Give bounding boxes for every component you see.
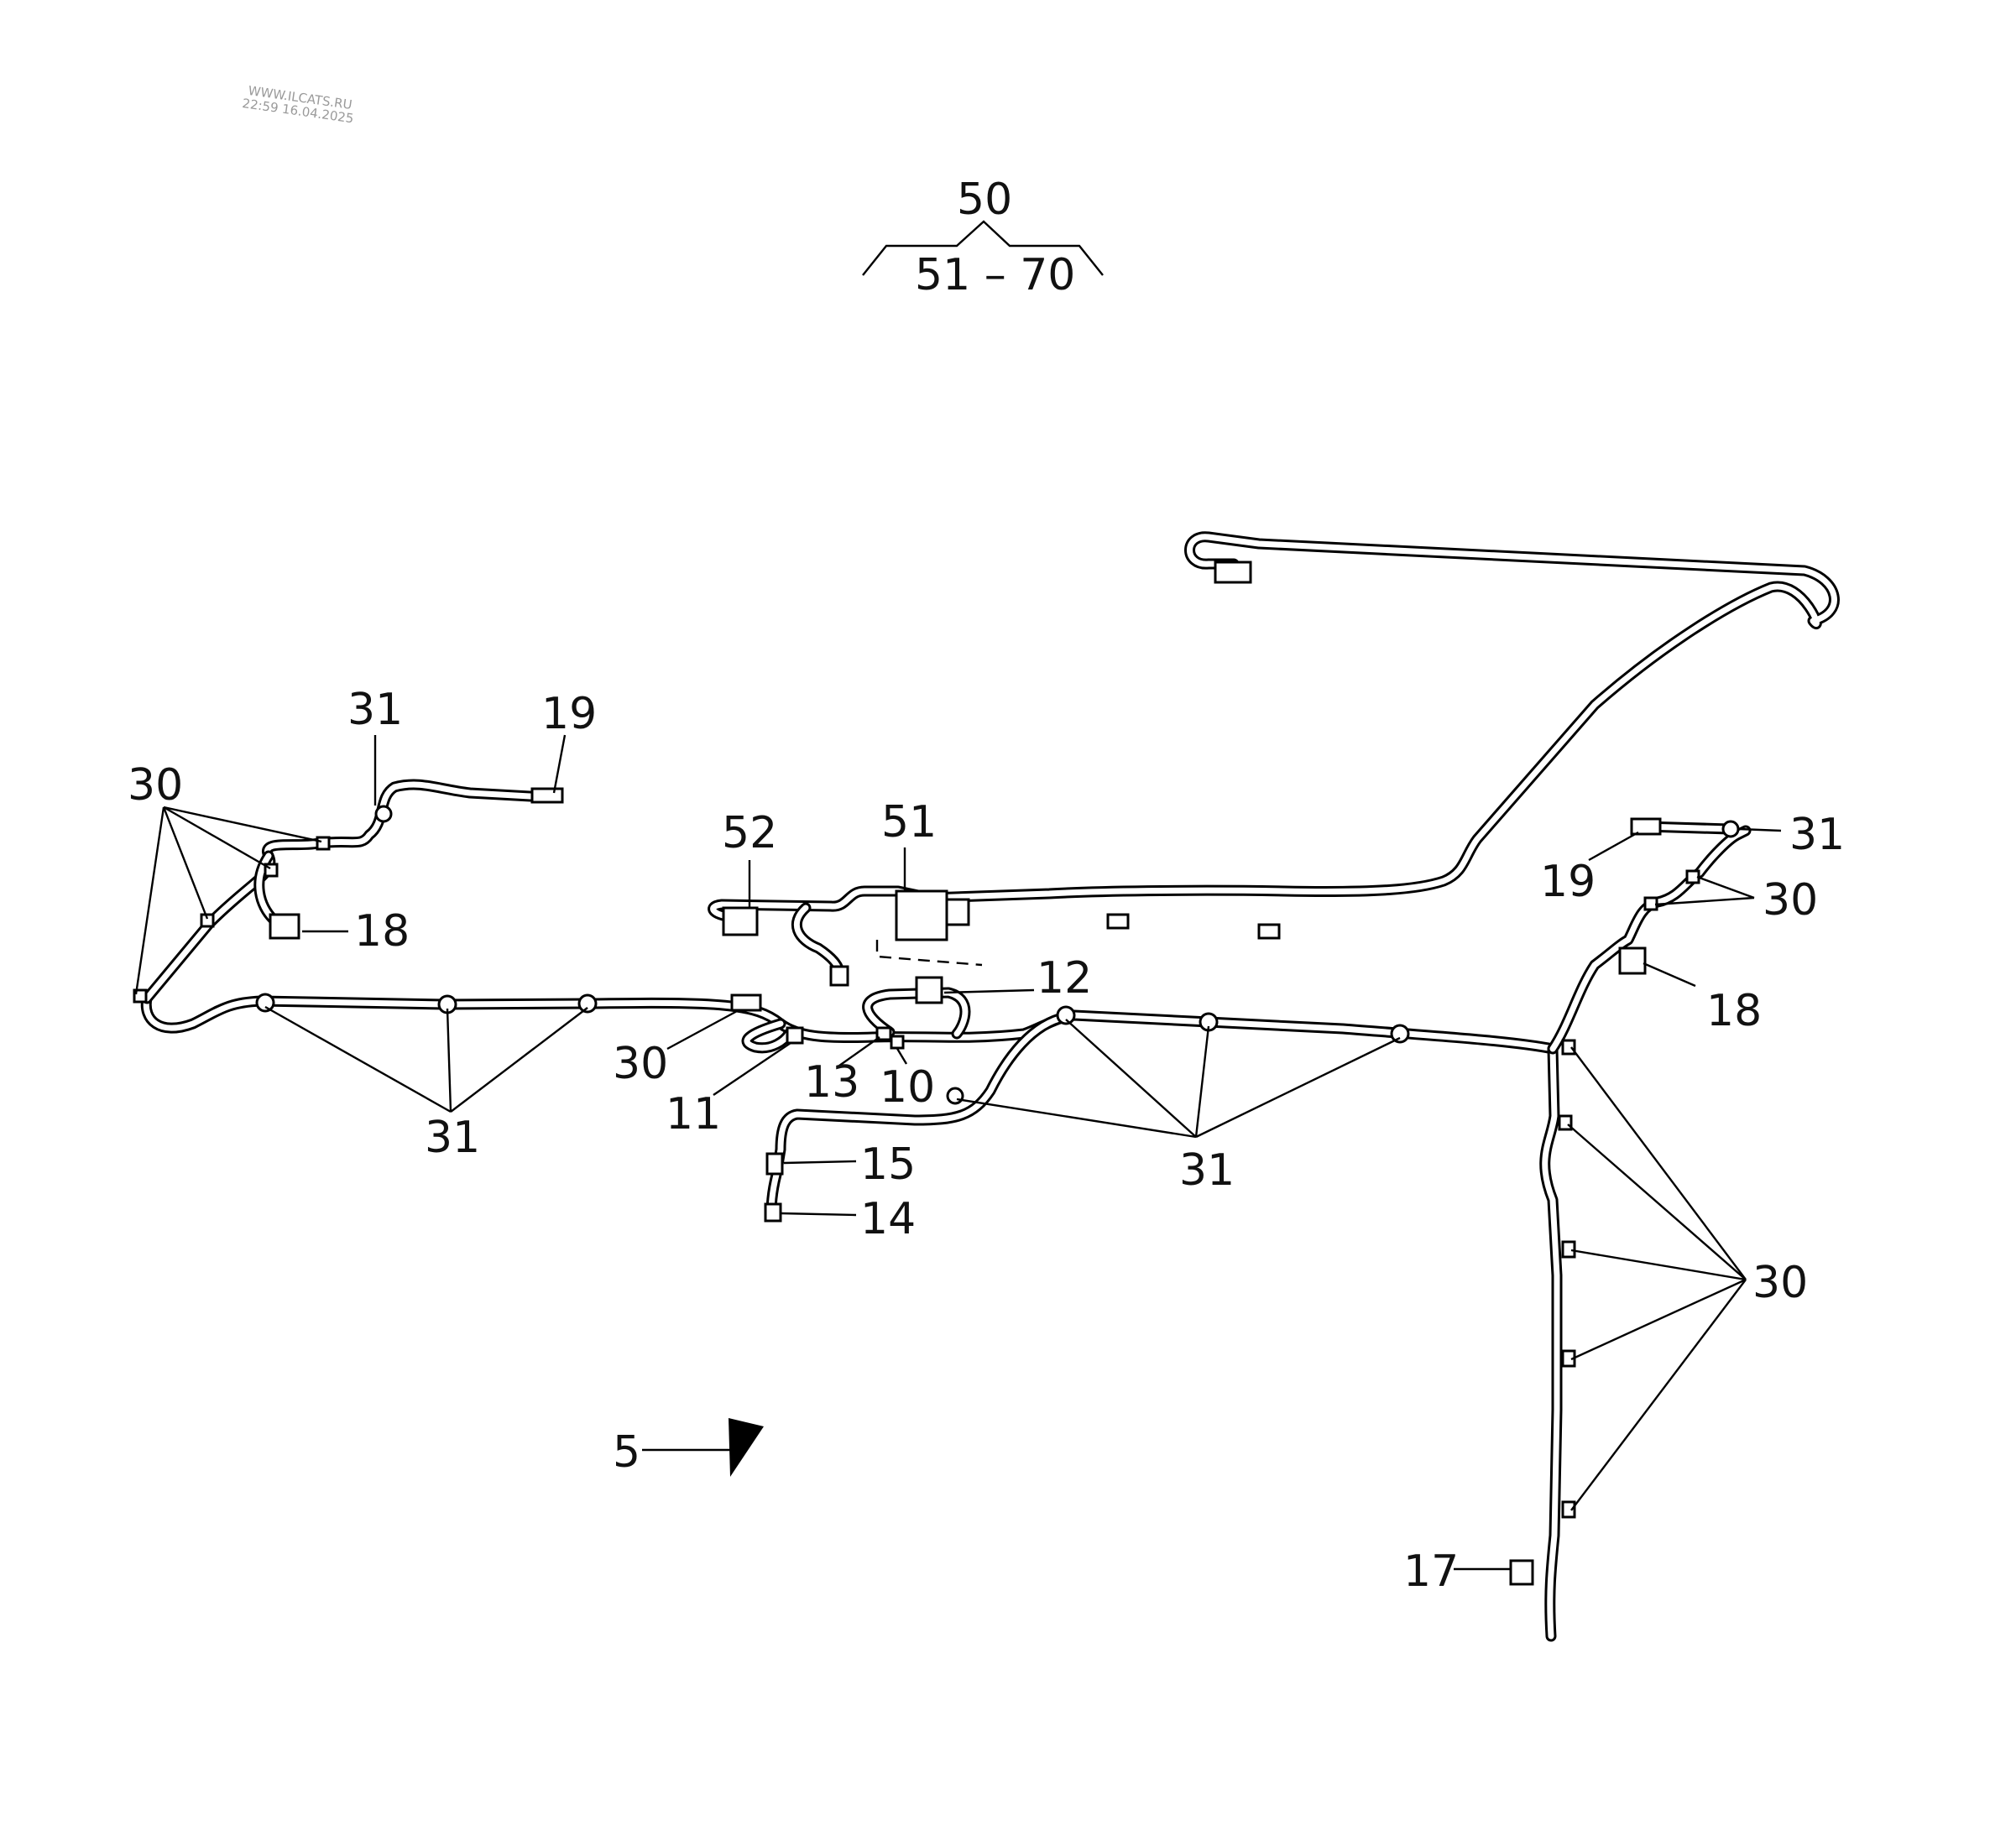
callout-30-mid: 30 [613, 1039, 668, 1089]
connector-top-right [1214, 561, 1252, 584]
grommet-31-f [1390, 1024, 1410, 1044]
callout-51: 51 [881, 797, 937, 847]
callout-15: 15 [860, 1139, 916, 1190]
arrow-5-head [729, 1418, 764, 1477]
bracket-12 [915, 976, 943, 1004]
connector-52 [722, 906, 759, 936]
clip-30-trunk-e [1561, 1500, 1576, 1519]
callout-14: 14 [860, 1194, 916, 1244]
dashed-guide [875, 940, 983, 967]
connector-11 [786, 1026, 804, 1045]
callout-17: 17 [1403, 1546, 1459, 1597]
harness-top-loop [924, 531, 1840, 904]
group-header: 50 51 – 70 [862, 175, 1104, 300]
callout-11: 11 [666, 1089, 721, 1139]
clip-30-left-a [133, 988, 148, 1004]
clip-30-right-b [1643, 896, 1658, 911]
callout-13: 13 [804, 1057, 859, 1108]
callout-labels: 31 19 30 18 31 30 11 13 10 12 52 51 15 1… [128, 685, 1845, 1597]
clip-30-trunk-c [1561, 1240, 1576, 1259]
grommet-31-c [577, 993, 598, 1014]
connector-19-left [530, 787, 564, 804]
module-51 [895, 889, 948, 941]
grommet-31-d [1056, 1005, 1076, 1025]
harness-main-run [140, 993, 1559, 1055]
wire-harness [140, 531, 1840, 1642]
clip-top-run-b [1257, 923, 1281, 940]
clip-30-trunk-a [1561, 1039, 1576, 1056]
module-51-side [945, 898, 970, 926]
group-range-label: 51 – 70 [915, 250, 1075, 300]
callout-31-top-left: 31 [347, 685, 403, 735]
group-parent-label: 50 [957, 175, 1012, 225]
connector-14 [764, 1202, 782, 1223]
callout-12: 12 [1037, 953, 1092, 1004]
connector-19-right [1630, 817, 1662, 836]
callout-19-right: 19 [1540, 857, 1596, 907]
callout-31-center: 31 [1179, 1145, 1235, 1196]
callout-19-top-left: 19 [541, 689, 597, 739]
clip-30-trunk-b [1558, 1114, 1573, 1131]
callout-30-left: 30 [128, 760, 183, 811]
harness-components [133, 561, 1740, 1586]
callout-18-right: 18 [1706, 986, 1762, 1036]
callout-52: 52 [722, 808, 777, 858]
clip-30-left-d [316, 836, 331, 851]
callout-18-left: 18 [354, 906, 410, 957]
callout-30-right-top: 30 [1763, 875, 1818, 926]
clip-30-left-b [200, 913, 215, 928]
watermark: WWW.ILCATS.RU 22:59 16.04.2025 [241, 83, 354, 127]
bracket-18-left [269, 913, 300, 940]
grommet-31-left-top [374, 805, 393, 823]
clip-13 [875, 1026, 892, 1041]
connector-15 [765, 1152, 784, 1176]
callout-31-bottom-left: 31 [425, 1113, 480, 1163]
clip-10 [890, 1035, 905, 1050]
connector-dangling [829, 965, 849, 987]
sleeve-30 [730, 993, 762, 1012]
grommet-31-a [255, 993, 275, 1013]
callout-31-right: 31 [1789, 810, 1845, 860]
callout-10: 10 [880, 1062, 935, 1113]
leader-lines [134, 734, 1782, 1571]
bracket-18-right [1618, 946, 1647, 975]
clip-30-right-a [1685, 869, 1700, 884]
grommet-31-g [946, 1087, 964, 1105]
callout-30-right-lower: 30 [1752, 1258, 1808, 1308]
grommet-31-right-top [1721, 820, 1740, 838]
callout-5: 5 [613, 1427, 640, 1478]
connector-17 [1509, 1559, 1534, 1586]
group-bracket [862, 220, 1104, 276]
clip-top-run-a [1106, 913, 1130, 930]
